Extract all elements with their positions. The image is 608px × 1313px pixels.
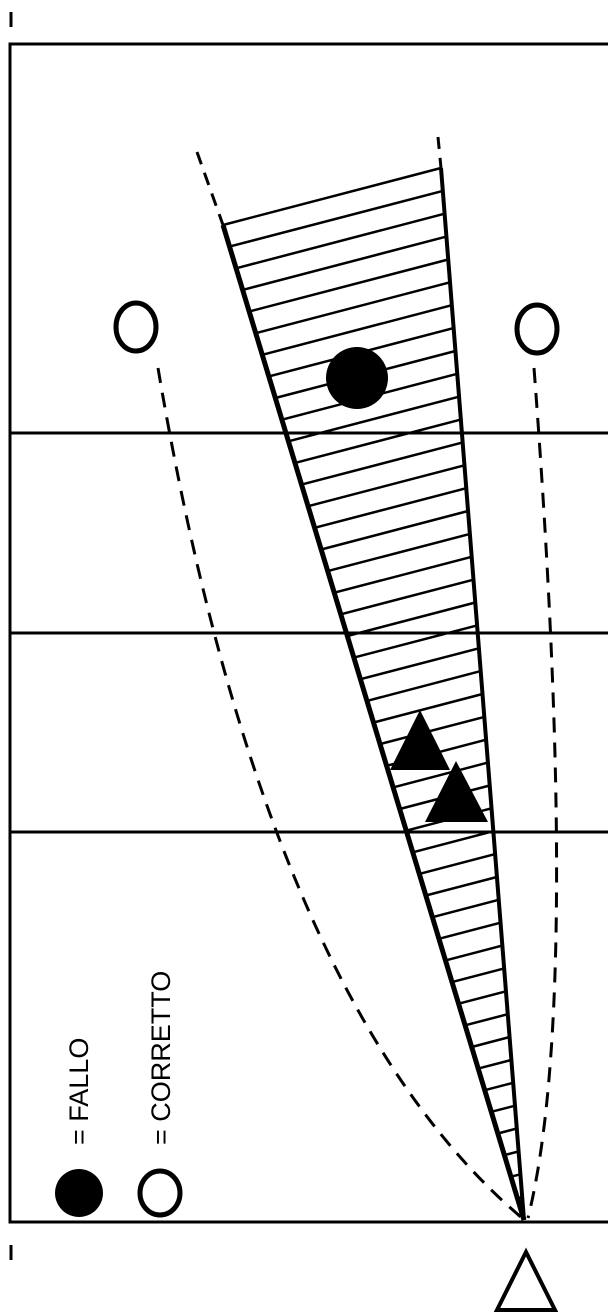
hatch-line — [497, 1127, 518, 1135]
left-dashed-trajectory — [156, 367, 523, 1220]
hatch-line — [235, 212, 445, 270]
hatch-line — [438, 921, 501, 941]
hatch-line — [255, 281, 451, 335]
hatch-line — [392, 761, 489, 789]
hatch-line — [353, 624, 478, 659]
correct-ball-marker-right — [514, 302, 560, 356]
hatch-line — [425, 875, 498, 897]
hatch-line — [346, 601, 476, 638]
hatch-line — [373, 692, 483, 724]
hatch-line — [490, 1104, 516, 1114]
blocker-triangle-1 — [390, 710, 450, 770]
right-dashed-trajectory — [526, 367, 559, 1219]
hatch-line — [471, 1035, 510, 1049]
hatch-line — [360, 647, 480, 681]
hatched-zone-right-edge — [439, 167, 526, 1221]
hatch-line — [484, 1081, 514, 1092]
legend: = FALLO = CORRETTO — [55, 971, 183, 1218]
hatch-line — [320, 509, 469, 551]
hatch-line — [477, 1058, 512, 1070]
hatch-line — [432, 898, 500, 919]
hatch-line — [451, 967, 505, 984]
hatched-zone — [222, 166, 523, 1200]
hatch-line — [307, 464, 465, 508]
hatch-line — [261, 303, 453, 357]
hatch-line — [288, 395, 460, 443]
blocker-triangle-2 — [425, 761, 488, 822]
hatched-zone-right-extension — [436, 136, 443, 169]
hatch-line — [314, 486, 467, 530]
hatched-zone-left-edge — [220, 224, 527, 1221]
hatch-line — [418, 852, 496, 876]
hatch-line — [301, 441, 464, 486]
fault-ball-marker — [326, 347, 388, 409]
hatch-line — [458, 990, 507, 1005]
hatch-line — [248, 258, 449, 313]
hatch-line — [222, 166, 442, 227]
hatch-line — [366, 669, 482, 703]
server-triangle — [493, 1247, 559, 1312]
hatch-line — [242, 235, 447, 292]
hatch-line — [379, 715, 485, 746]
hatch-line — [229, 189, 444, 248]
hatch-line — [340, 578, 474, 616]
hatch-line — [294, 418, 462, 465]
hatch-line — [464, 1012, 509, 1027]
hatch-line — [333, 555, 473, 594]
hatch-line — [327, 532, 471, 573]
hatch-line — [445, 944, 503, 962]
legend-correct-label: = CORRETTO — [146, 971, 176, 1145]
hatch-line — [412, 829, 494, 854]
open-circle-icon — [137, 1168, 183, 1218]
correct-ball-marker-left — [113, 300, 159, 354]
legend-fault-label: = FALLO — [64, 1038, 94, 1145]
filled-circle-icon — [55, 1169, 103, 1217]
hatched-zone-left-extension — [195, 151, 225, 226]
